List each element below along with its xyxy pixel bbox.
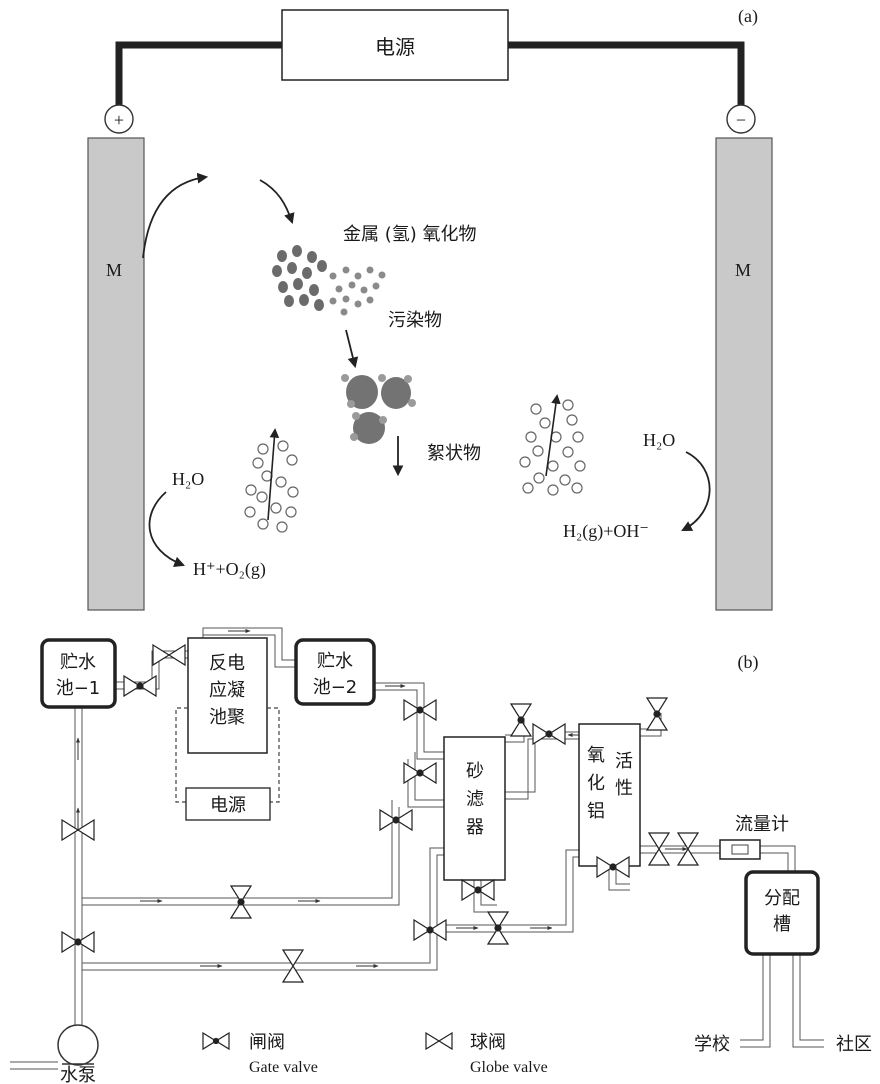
flowmeter-window <box>731 844 749 855</box>
valves <box>61 643 700 983</box>
active-line2: 性 <box>615 778 633 799</box>
sand-filter-line2: 滤 <box>466 789 484 810</box>
distribution-tank <box>744 870 820 956</box>
cathode-water-label: H₂O <box>643 430 675 450</box>
alumina-line1: 氧 <box>587 745 605 766</box>
power-wiring <box>175 707 280 803</box>
sand-filter-line1: 砂 <box>466 761 484 782</box>
legend-globe-en: Globe valve <box>470 1059 548 1076</box>
oxygen-bubbles <box>244 440 299 533</box>
panel-b: (b) <box>10 627 872 1084</box>
gate-valve-icon <box>229 885 253 919</box>
power-supply-label: 电源 <box>375 35 415 59</box>
panel-b-label: (b) <box>738 652 759 673</box>
dissolution-arrow-2 <box>259 179 295 225</box>
flow-arrows <box>76 629 688 968</box>
storage-tank-1-line2: 池−1 <box>56 678 101 699</box>
cathode-label: M <box>735 260 751 280</box>
positive-terminal <box>104 104 134 134</box>
water-pump-label: 水泵 <box>60 1065 96 1084</box>
legend-globe-valve-icon <box>425 1031 453 1051</box>
oxygen-rise-arrow <box>267 428 280 521</box>
legend-gate-cn: 闸阀 <box>249 1032 285 1053</box>
active-line1: 活 <box>615 751 633 772</box>
positive-sign: + <box>114 110 124 130</box>
pollutant-particles <box>329 266 386 316</box>
gate-valve-icon <box>486 911 510 945</box>
gate-valve-icon <box>461 878 495 902</box>
legend-globe-cn: 球阀 <box>470 1032 506 1053</box>
reactor-line3: 池聚 <box>209 707 245 728</box>
hydroxide-particles <box>272 245 327 311</box>
anode-label: M <box>106 260 122 280</box>
alumina-line3: 铝 <box>587 801 605 822</box>
gate-valve-icon <box>645 697 669 731</box>
storage-tank-2-line2: 池−2 <box>313 677 358 698</box>
dissolution-arrow-1 <box>142 172 209 259</box>
hydrogen-rise-arrow <box>545 394 561 477</box>
cathode-reaction-arrow <box>681 451 711 531</box>
gate-valve-icon <box>379 808 413 832</box>
hydrogen-bubbles <box>519 399 586 496</box>
globe-valve-icon <box>647 832 671 866</box>
storage-tank-2-line1: 贮水 <box>317 651 353 672</box>
gate-valve-icon <box>61 930 95 954</box>
negative-sign: − <box>736 110 746 130</box>
sand-filter-line3: 器 <box>466 817 484 838</box>
legend-gate-valve-icon <box>202 1031 230 1051</box>
gate-valve-icon <box>123 674 157 698</box>
anode-water-label: H₂O <box>172 469 204 489</box>
distribution-line1: 分配 <box>764 888 800 909</box>
cathode-electrode <box>715 137 773 611</box>
flowmeter-label: 流量计 <box>735 814 789 835</box>
storage-tank-1 <box>40 638 117 709</box>
pipes <box>10 627 824 1070</box>
sand-filter <box>443 736 506 881</box>
gate-valve-icon <box>509 703 533 737</box>
legend-gate-en: Gate valve <box>249 1059 318 1076</box>
negative-terminal <box>726 104 756 134</box>
panel-a: (a) 电源 + − M M 金属 (氢) 氧化物 <box>87 6 773 611</box>
cathode-product-label: H₂(g)+OH⁻ <box>563 521 649 542</box>
reactor-line2: 应凝 <box>209 680 245 701</box>
anode-electrode <box>87 137 145 611</box>
power-supply-box <box>281 9 509 81</box>
storage-tank-1-line1: 贮水 <box>60 652 96 673</box>
anode-product-label: H⁺+O₂(g) <box>193 559 266 580</box>
gate-valve-icon <box>403 698 437 722</box>
reactor-line1: 反电 <box>209 653 245 674</box>
water-pump <box>57 1024 99 1066</box>
storage-tank-2 <box>294 638 376 706</box>
gate-valve-icon <box>413 918 447 942</box>
globe-valve-icon <box>152 643 186 667</box>
anode-reaction-arrow <box>148 491 186 567</box>
gate-valve-icon <box>532 722 566 746</box>
floc-label: 絮状物 <box>427 443 481 464</box>
distribution-line2: 槽 <box>773 914 791 935</box>
power-supply-b-box <box>185 787 271 821</box>
school-label: 学校 <box>694 1034 730 1055</box>
globe-valve-icon <box>676 832 700 866</box>
community-label: 社区 <box>836 1034 872 1055</box>
alumina-line2: 化 <box>587 773 605 794</box>
gate-valve-icon <box>403 761 437 785</box>
left-wire <box>115 41 282 107</box>
power-supply-b-label: 电源 <box>210 795 246 816</box>
gate-valve-icon <box>596 855 630 879</box>
electrocoagulation-reactor <box>187 637 268 754</box>
panel-a-label: (a) <box>738 6 758 27</box>
right-wire <box>508 41 745 107</box>
globe-valve-icon <box>61 818 95 842</box>
aggregation-arrow <box>345 329 359 369</box>
pollutant-label: 污染物 <box>388 310 442 331</box>
globe-valve-icon <box>281 949 305 983</box>
hydroxide-label: 金属 (氢) 氧化物 <box>343 224 477 245</box>
legend: 闸阀 Gate valve 球阀 Globe valve <box>202 1031 548 1076</box>
floc-cluster <box>341 374 416 444</box>
